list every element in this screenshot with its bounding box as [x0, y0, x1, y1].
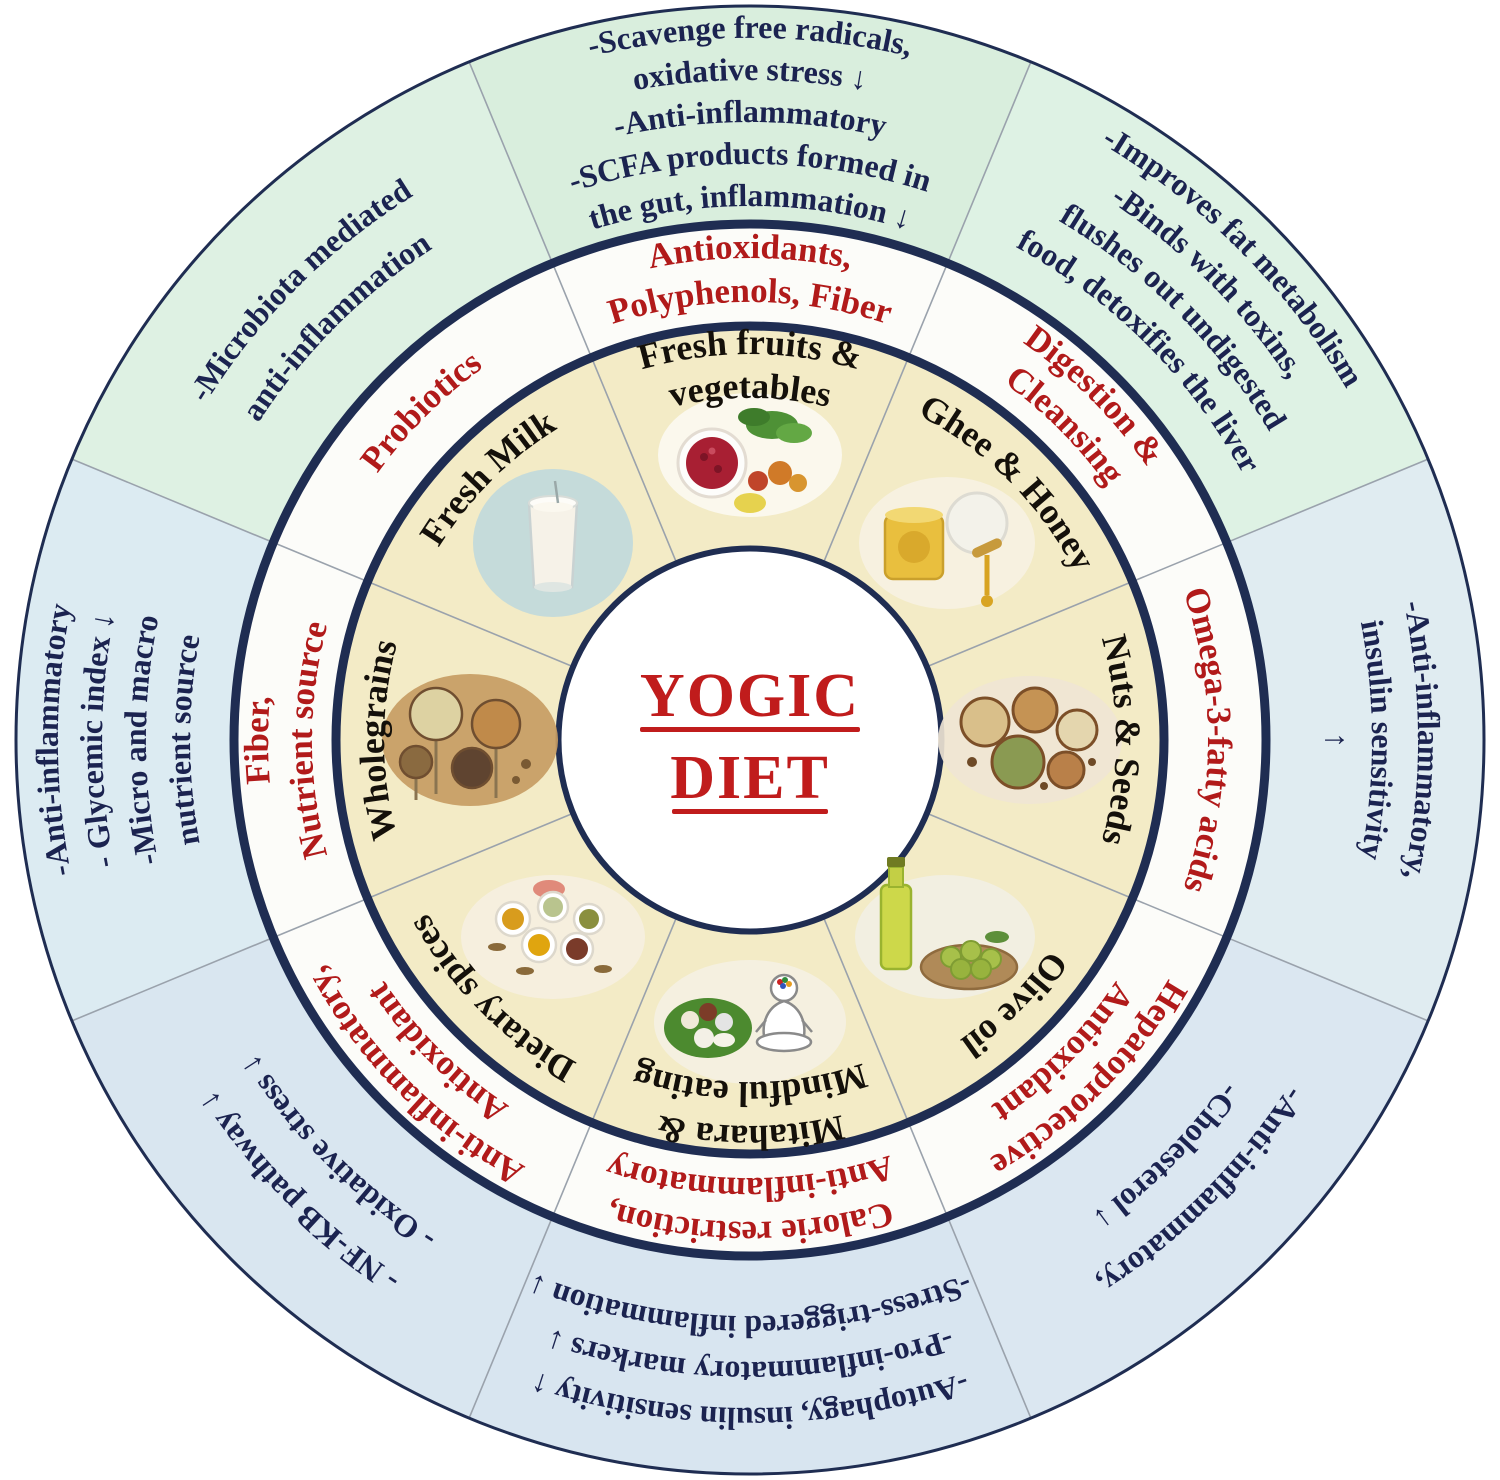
segment-divider	[468, 917, 677, 1418]
fresh-milk-photo	[473, 469, 633, 617]
center-title: YOGIC DIET	[640, 662, 860, 814]
outer-sector-dietary-spices	[70, 937, 553, 1420]
outer-sector-fresh-milk	[70, 60, 553, 543]
outer-sector-mitahara-mindful-eating	[468, 1217, 1032, 1476]
svg-text:Fiber,: Fiber,	[237, 694, 278, 786]
middle-inner-ring-border	[331, 321, 1169, 1159]
segment-divider	[927, 813, 1428, 1022]
title-line-1: YOGIC	[640, 662, 860, 730]
outer-ring-sectors	[14, 4, 1486, 1476]
title-underline-1	[640, 727, 860, 732]
outer-sector-fresh-fruits-vegetables	[468, 4, 1032, 263]
property-label: Fiber,	[237, 694, 278, 786]
segment-dividers	[72, 62, 1428, 1418]
center-circle	[559, 549, 941, 931]
segment-divider	[72, 813, 573, 1022]
wholegrains-photo	[382, 674, 558, 806]
outer-middle-ring-border	[229, 219, 1271, 1261]
effect-arrow: ↑	[1319, 732, 1355, 748]
nuts-seeds-photo	[938, 676, 1122, 804]
mindful-eating-photo	[654, 960, 846, 1084]
outer-sector-ghee-honey	[947, 60, 1430, 543]
segment-divider	[823, 62, 1032, 563]
segment-divider	[72, 458, 573, 667]
fruits-vegetables-photo	[658, 393, 842, 517]
segment-divider	[468, 62, 677, 563]
outer-sector-wholegrains	[14, 458, 273, 1022]
svg-text:↑: ↑	[1319, 732, 1355, 748]
olive-oil-photo	[855, 857, 1035, 999]
ghee-honey-photo	[859, 477, 1035, 609]
dietary-spices-photo	[461, 875, 645, 999]
outer-circle-border	[14, 4, 1486, 1476]
food-images	[382, 393, 1122, 1084]
title-underline-2	[672, 809, 828, 814]
segment-divider	[927, 458, 1428, 667]
outer-sector-olive-oil	[947, 937, 1430, 1420]
title-line-2: DIET	[670, 744, 830, 812]
outer-sector-nuts-seeds	[1227, 458, 1486, 1022]
segment-divider	[823, 917, 1032, 1418]
